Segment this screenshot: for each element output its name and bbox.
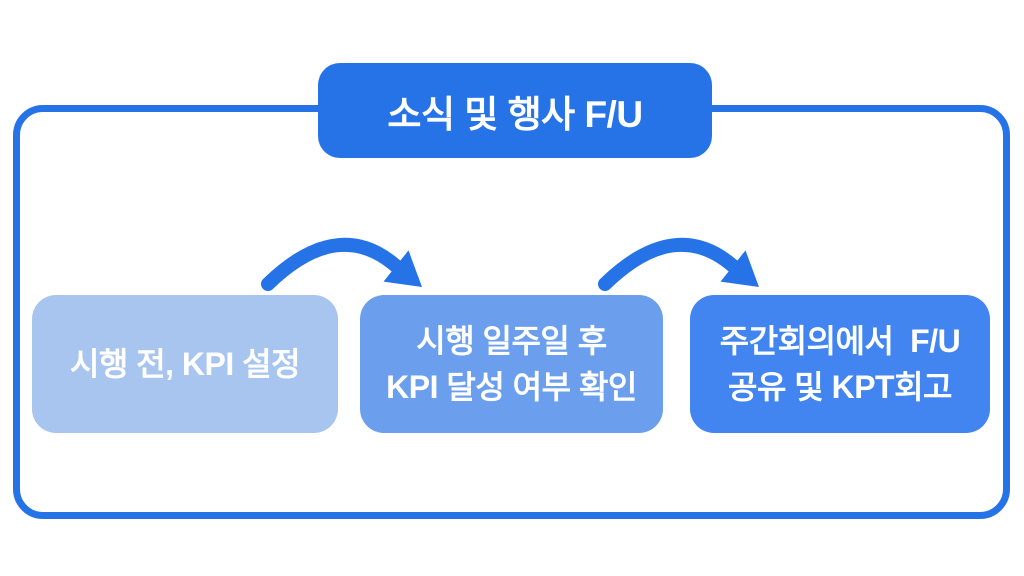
step-box-2: 시행 일주일 후 KPI 달성 여부 확인 [360, 295, 663, 433]
step-box-3: 주간회의에서 F/U 공유 및 KPT회고 [690, 295, 990, 433]
step-2-label: 시행 일주일 후 KPI 달성 여부 확인 [386, 322, 637, 405]
title-box: 소식 및 행사 F/U [318, 63, 712, 158]
diagram-title: 소식 및 행사 F/U [387, 93, 643, 135]
curved-arrow-right-icon [261, 237, 422, 291]
step-box-1: 시행 전, KPI 설정 [32, 295, 338, 433]
step-3-label: 주간회의에서 F/U 공유 및 KPT회고 [719, 322, 961, 405]
step-1-label: 시행 전, KPI 설정 [69, 345, 301, 382]
curved-arrow-right-icon [598, 237, 759, 291]
